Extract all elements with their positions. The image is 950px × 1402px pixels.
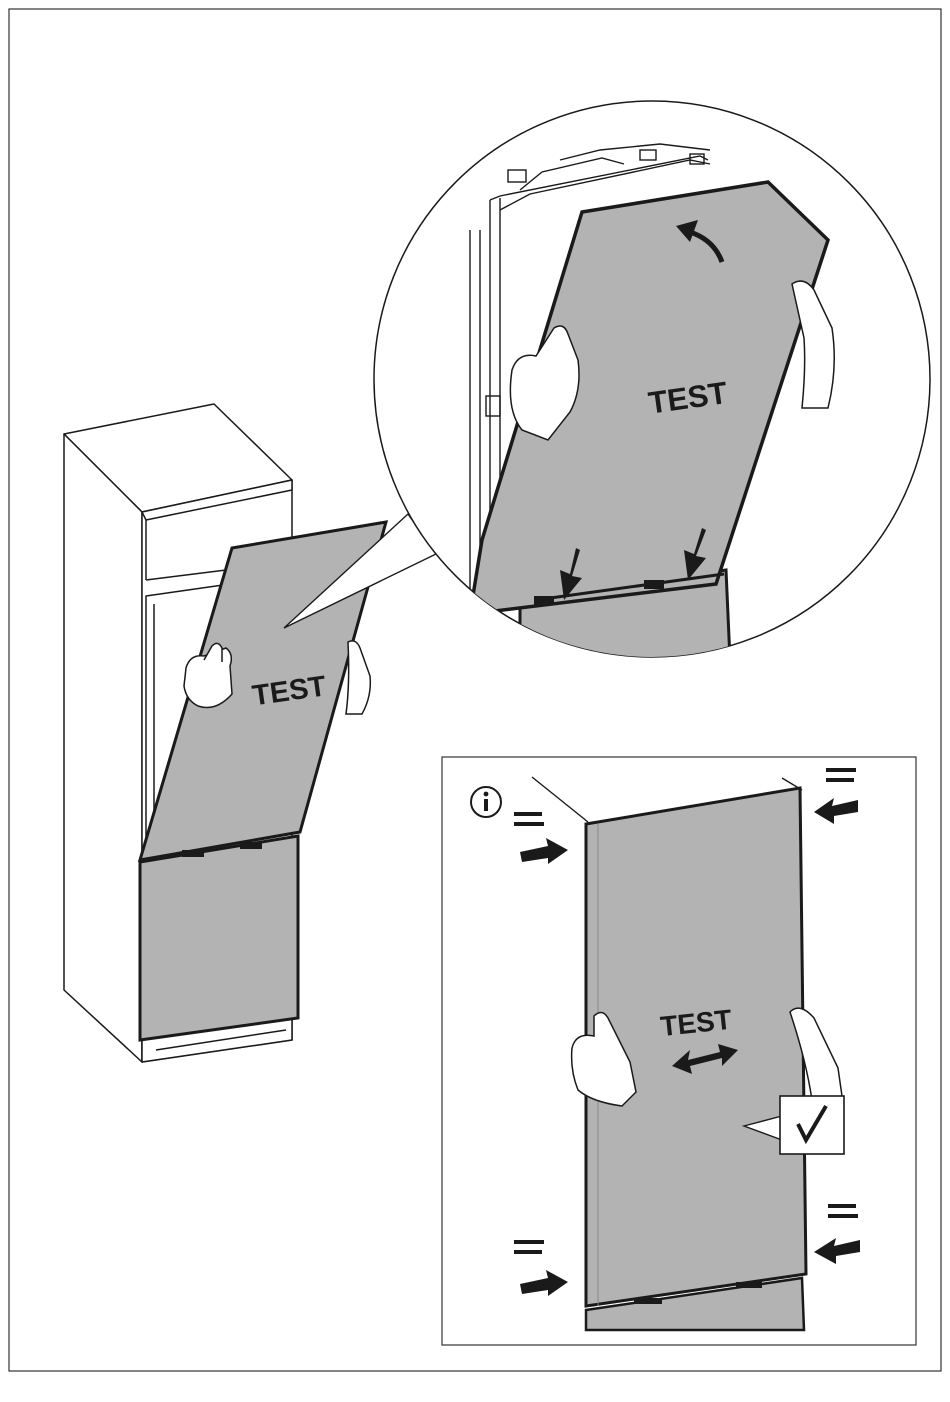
check-callout-box bbox=[780, 1096, 844, 1154]
lower-door-panel bbox=[140, 836, 298, 1040]
hand-right-icon bbox=[346, 641, 370, 714]
info-icon bbox=[471, 787, 501, 817]
cabinet-side bbox=[64, 434, 142, 1062]
